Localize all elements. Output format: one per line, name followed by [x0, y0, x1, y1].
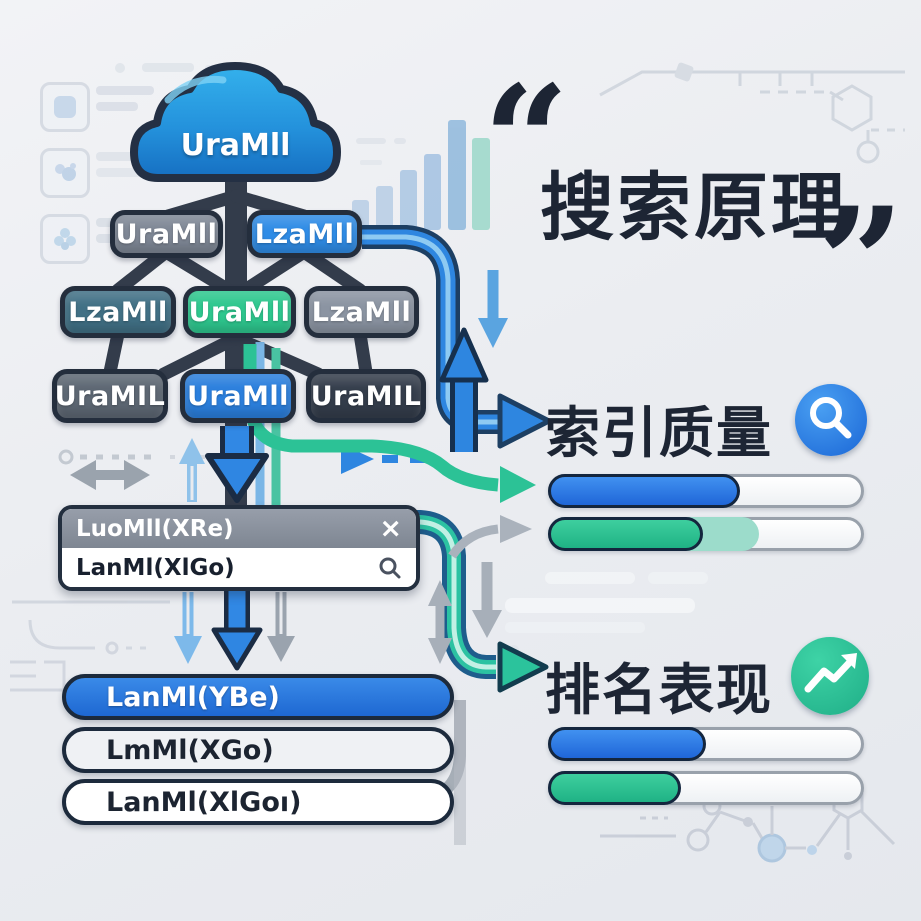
- down-arrow-small-blue: [478, 270, 508, 348]
- metric-heading-ranking: 排名表现: [545, 658, 774, 722]
- close-icon[interactable]: ×: [379, 513, 402, 544]
- tree-node: UraMIL: [52, 369, 168, 423]
- cloud-icon: [130, 62, 341, 182]
- progress-track: [548, 771, 864, 805]
- tree-node: UraMll: [110, 210, 223, 258]
- progress-fill-green: [548, 517, 703, 551]
- circuit-decoration-top-right: [599, 62, 905, 164]
- down-arrow-big-blue: [205, 426, 269, 503]
- mock-list-item-2: [40, 148, 190, 198]
- close-quote: ”: [818, 175, 905, 351]
- result-pill[interactable]: LanMl(XlGoı): [62, 779, 454, 825]
- mock-list-item-1: [40, 82, 190, 132]
- pipe-to-ranking: [410, 510, 549, 693]
- progress-fill-green: [548, 771, 682, 805]
- users-icon: [40, 148, 90, 198]
- result-pill[interactable]: LmMl(XGo): [62, 727, 454, 773]
- document-icon: [40, 82, 90, 132]
- search-window-title: LuoMll(XRe): [76, 515, 234, 542]
- dotted-row-decoration: [58, 449, 235, 465]
- green-pipe-arrow: [243, 344, 536, 503]
- up-arrow-light-blue: [179, 438, 205, 502]
- magnifier-icon: [810, 397, 852, 439]
- progress-fill-blue: [548, 727, 706, 761]
- down-arrows-to-results: [174, 590, 295, 671]
- tree-node: UraMll: [180, 369, 296, 423]
- ghost-lines-decoration: [505, 572, 708, 655]
- result-pill-selected[interactable]: LanMl(YBe): [62, 674, 454, 720]
- sketch-decoration-bottom-left: [10, 600, 170, 692]
- magnifier-badge: [795, 384, 867, 456]
- search-icon: [379, 557, 401, 578]
- search-window-titlebar: LuoMll(XRe) ×: [62, 509, 416, 548]
- tree-node: UraMll: [183, 286, 296, 338]
- metric-heading-index-quality: 索引质量: [545, 401, 774, 465]
- search-window: LuoMll(XRe) × LanMl(XlGo): [58, 505, 420, 591]
- trend-up-icon: [804, 653, 857, 693]
- puzzle-icon: [40, 214, 90, 264]
- page-title: 搜索原理: [540, 165, 848, 251]
- cloud-node-label: UraMll: [180, 128, 291, 163]
- tree-node: UraMIL: [306, 369, 426, 423]
- up-arrow-blue-outlined: [439, 327, 489, 452]
- progress-track: [548, 727, 864, 761]
- tree-node: LzaMll: [60, 286, 176, 338]
- tree-node: LzaMll: [247, 210, 362, 258]
- progress-track: [548, 474, 864, 508]
- open-quote: “: [483, 53, 570, 229]
- search-input[interactable]: LanMl(XlGo): [62, 548, 416, 587]
- search-query-text: LanMl(XlGo): [76, 554, 235, 581]
- trend-badge: [791, 637, 869, 715]
- progress-track: [548, 517, 864, 551]
- tree-node: LzaMll: [304, 286, 419, 338]
- progress-fill-blue: [548, 474, 740, 508]
